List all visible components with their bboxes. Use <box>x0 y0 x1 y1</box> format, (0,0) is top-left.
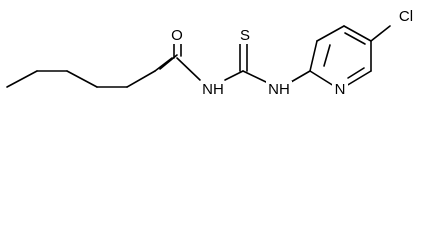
bond-c-cl <box>370 25 391 42</box>
bond-py-c4-c3 <box>316 25 345 42</box>
atom-label-amide-nh: NH <box>202 81 224 98</box>
bond-py-inner-2 <box>344 32 366 45</box>
structure-diagram: O S Cl NH NH N <box>6 8 419 98</box>
atom-label-sulfur: S <box>240 27 250 44</box>
atom-label-oxygen: O <box>171 27 183 44</box>
bond-py-inner-3 <box>347 67 365 79</box>
bond-nh-py <box>290 70 311 83</box>
bond-c-nh <box>176 57 201 81</box>
bond-py-inner-1 <box>323 44 331 67</box>
atom-labels: O S Cl NH NH N <box>167 8 419 98</box>
bond-py-n-c6 <box>345 70 372 87</box>
bond-c5-c6 <box>126 70 156 88</box>
bond-c1-c2 <box>6 70 38 88</box>
bond-py-c3-c2 <box>309 40 318 72</box>
bond-cs-nh <box>242 70 267 83</box>
atom-label-chlorine: Cl <box>399 8 413 25</box>
bond-py-c5-c4 <box>343 25 372 42</box>
bond-c3-c4 <box>66 70 98 88</box>
bond-skeleton <box>6 25 391 88</box>
bond-carbonyl-1 <box>154 57 173 72</box>
bond-nh-cs <box>224 70 244 81</box>
atom-label-pyridine-n: N <box>335 81 346 98</box>
atom-label-thiourea-nh: NH <box>268 81 290 98</box>
bond-py-c2-n <box>309 70 335 87</box>
